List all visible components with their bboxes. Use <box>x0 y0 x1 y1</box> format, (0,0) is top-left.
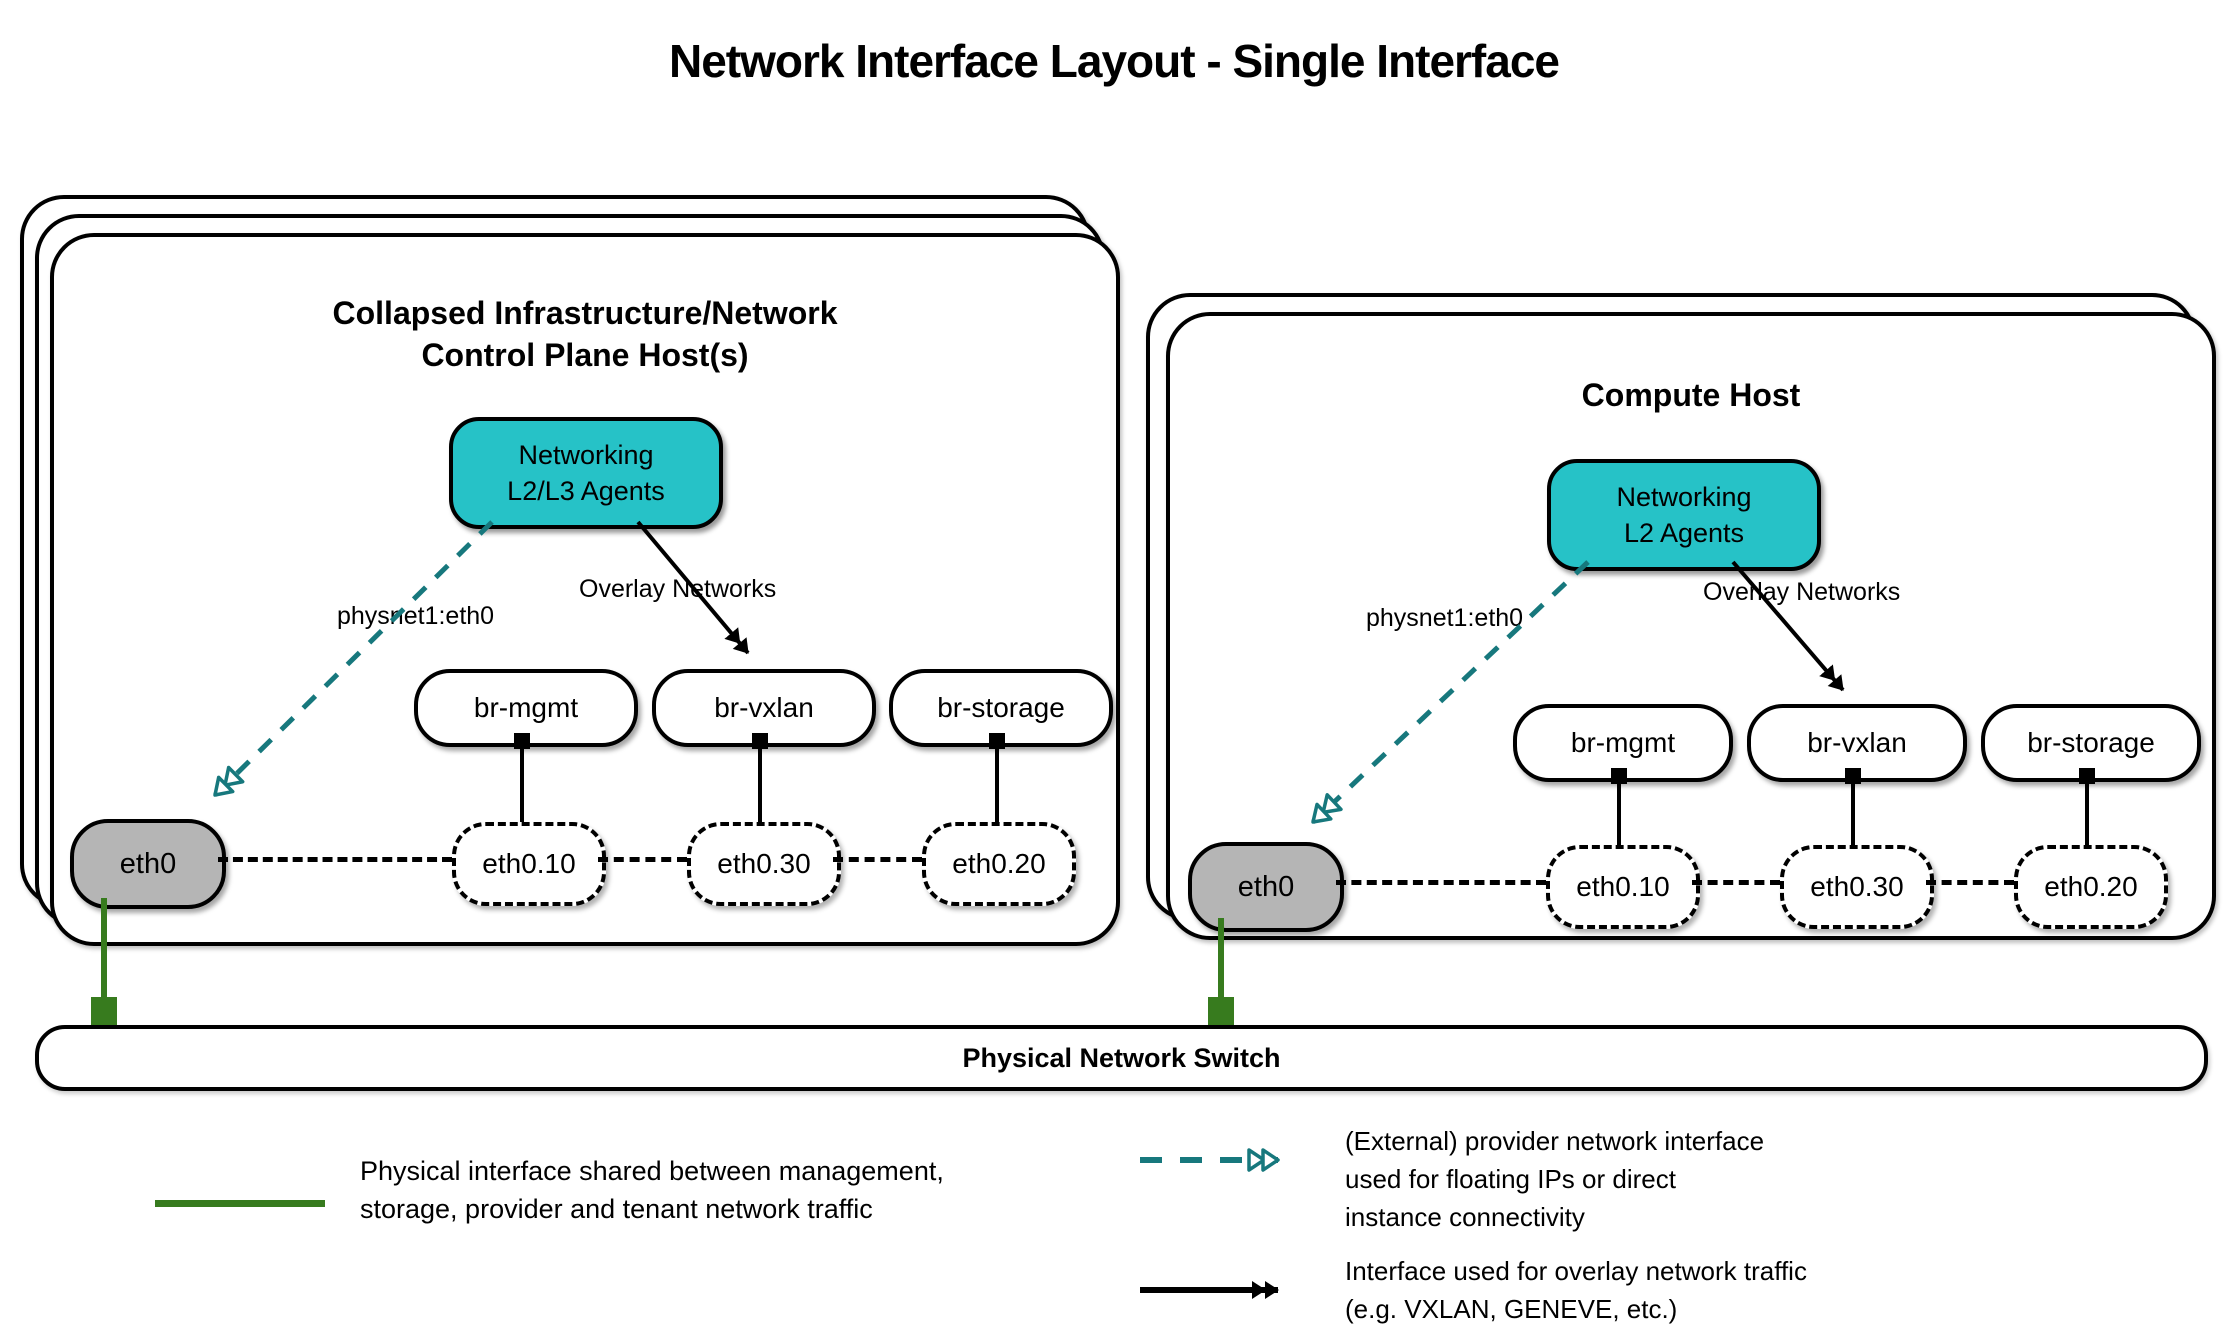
vlan-interface-node: eth0.10 <box>452 822 606 906</box>
provider-network-label: physnet1:eth0 <box>1366 604 1524 632</box>
diagram-title: Network Interface Layout - Single Interf… <box>668 35 1560 87</box>
switch-label: Physical Network Switch <box>962 1042 1281 1073</box>
bridge-vlan-link <box>1617 778 1621 845</box>
eth-dashed-link <box>218 857 452 862</box>
eth-dashed-link <box>598 857 687 862</box>
host-card-front: Collapsed Infrastructure/Network Control… <box>50 233 1120 946</box>
connector-square <box>1845 768 1861 784</box>
eth-dashed-link <box>1926 880 2014 885</box>
bridge-vlan-link <box>1851 778 1855 845</box>
vlan-interface-node: eth0.10 <box>1546 845 1700 929</box>
eth-dashed-link <box>1336 880 1546 885</box>
connector-square <box>752 733 768 749</box>
physical-interface-node: eth0 <box>70 819 226 909</box>
control-plane-host-stack: Collapsed Infrastructure/Network Control… <box>20 195 1150 955</box>
connector-square <box>514 733 530 749</box>
connector-square <box>2079 768 2095 784</box>
vlan-interface-node: eth0.30 <box>687 822 841 906</box>
networking-agents-node: Networking L2/L3 Agents <box>449 417 723 529</box>
bridge-node: br-vxlan <box>652 669 876 747</box>
legend-physical-text: Physical interface shared between manage… <box>360 1156 944 1224</box>
networking-agents-node: Networking L2 Agents <box>1547 459 1821 571</box>
overlay-networks-label: Overlay Networks <box>579 575 777 603</box>
physical-network-switch: Physical Network Switch <box>35 1025 2208 1091</box>
legend-physical-line <box>155 1200 325 1207</box>
bridge-vlan-link <box>520 743 524 822</box>
host-title: Collapsed Infrastructure/Network Control… <box>332 295 838 373</box>
overlay-networks-label: Overlay Networks <box>1703 578 1901 606</box>
bridge-vlan-link <box>758 743 762 822</box>
host-card-front: Compute Host Networking L2 Agents physne… <box>1166 312 2216 940</box>
physical-link-line-left <box>101 898 107 1026</box>
vlan-interface-node: eth0.20 <box>922 822 1076 906</box>
eth-dashed-link <box>833 857 922 862</box>
eth-dashed-link <box>1692 880 1780 885</box>
physical-link-connector-left <box>91 997 117 1029</box>
bridge-vlan-link <box>995 743 999 822</box>
vlan-interface-node: eth0.20 <box>2014 845 2168 929</box>
connector-square <box>989 733 1005 749</box>
legend-overlay-text: Interface used for overlay network traff… <box>1345 1256 1807 1324</box>
connector-square <box>1611 768 1627 784</box>
compute-host-stack: Compute Host Networking L2 Agents physne… <box>1146 293 2228 973</box>
provider-network-label: physnet1:eth0 <box>337 602 495 630</box>
bridge-vlan-link <box>2085 778 2089 845</box>
physical-link-connector-right <box>1208 997 1234 1029</box>
physical-link-line-right <box>1218 918 1224 1026</box>
physical-interface-node: eth0 <box>1188 842 1344 932</box>
vlan-interface-node: eth0.30 <box>1780 845 1934 929</box>
legend-provider-text: (External) provider network interface us… <box>1345 1126 1765 1232</box>
host-title: Compute Host <box>1581 377 1801 413</box>
